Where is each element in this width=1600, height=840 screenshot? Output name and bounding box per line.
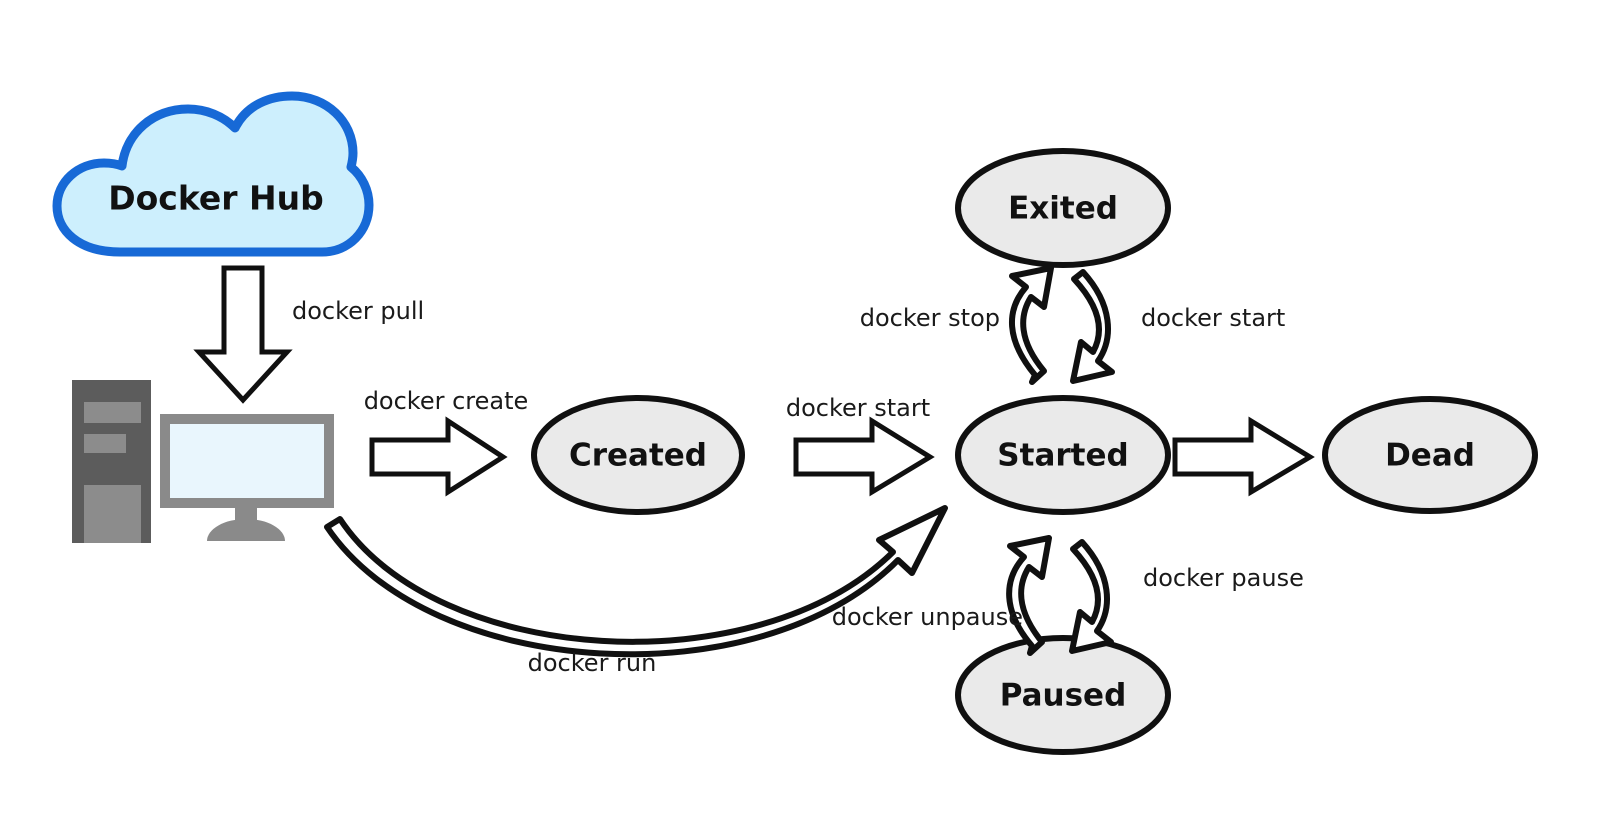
docker-hub-node[interactable]: Docker Hub (52, 91, 374, 257)
tower-bay-1 (84, 402, 141, 423)
dead-label: Dead (1385, 438, 1475, 474)
started-ellipse (955, 395, 1171, 515)
paused-ellipse (955, 635, 1171, 755)
edge-label-docker-pause: docker pause (1143, 564, 1304, 592)
state-node-exited[interactable]: Exited (955, 148, 1171, 268)
block-arrow-down-icon (193, 265, 293, 404)
edge-docker-pause[interactable]: docker pause (1069, 539, 1304, 654)
dead-ellipse (1322, 396, 1538, 514)
edge-docker-start-exited[interactable]: docker start (1070, 269, 1285, 384)
edge-docker-create[interactable]: docker create (364, 387, 529, 497)
edge-label-docker-run: docker run (528, 649, 657, 677)
tower-panel (84, 485, 141, 543)
curved-arrow-up-stop-icon (1008, 265, 1054, 385)
exited-ellipse (955, 148, 1171, 268)
block-arrow-right-create-icon (369, 416, 508, 497)
edge-label-docker-start-created: docker start (786, 394, 930, 422)
edge-label-docker-create: docker create (364, 387, 529, 415)
paused-label: Paused (1000, 678, 1127, 714)
state-node-dead[interactable]: Dead (1322, 396, 1538, 514)
edge-label-docker-unpause: docker unpause (832, 603, 1023, 631)
docker-hub-label: Docker Hub (108, 179, 324, 218)
state-node-created[interactable]: Created (531, 395, 745, 515)
block-arrow-right-start-icon (793, 416, 935, 497)
created-label: Created (569, 438, 707, 474)
curved-arrow-up-unpause-icon (1006, 535, 1052, 656)
exited-label: Exited (1008, 191, 1118, 227)
block-arrow-right-dead-icon (1172, 416, 1315, 497)
edge-docker-pull[interactable]: docker pull (193, 265, 424, 404)
edge-label-docker-pull: docker pull (292, 297, 424, 325)
state-node-started[interactable]: Started (955, 395, 1171, 515)
started-label: Started (997, 438, 1128, 474)
created-ellipse (531, 395, 745, 515)
state-node-paused[interactable]: Paused (955, 635, 1171, 755)
edge-to-dead[interactable] (1172, 416, 1315, 497)
cloud-icon (52, 91, 374, 257)
tower-bay-2 (84, 434, 126, 453)
curved-arrow-down-start-icon (1070, 269, 1115, 384)
edge-docker-run[interactable]: docker run (324, 505, 948, 677)
edge-docker-start-created[interactable]: docker start (786, 394, 935, 497)
edge-label-docker-start-exited: docker start (1141, 304, 1285, 332)
edge-docker-unpause[interactable]: docker unpause (832, 535, 1052, 656)
curved-outline-arrow-run-icon (324, 505, 948, 658)
edge-label-docker-stop: docker stop (860, 304, 1000, 332)
host-computer-node[interactable] (72, 380, 334, 543)
monitor-screen (170, 424, 324, 498)
monitor-base (207, 519, 285, 541)
edge-docker-stop[interactable]: docker stop (860, 265, 1054, 385)
curved-arrow-down-pause-icon (1069, 539, 1114, 654)
